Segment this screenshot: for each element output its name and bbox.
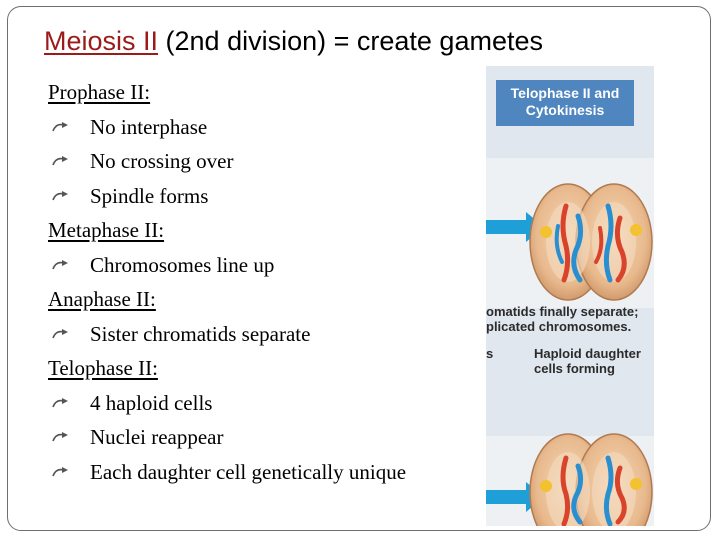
section-heading: Metaphase II:: [48, 217, 468, 252]
pointer-arrow-upper-icon: [486, 220, 526, 234]
bullet-text: Chromosomes line up: [90, 252, 275, 277]
bullet-text: Spindle forms: [90, 183, 209, 208]
figure-caption-2b: cells forming: [534, 361, 615, 376]
bullet-item: Each daughter cell genetically unique: [48, 459, 468, 494]
bullet-item: 4 haploid cells: [48, 390, 468, 425]
figure-header: Telophase II and Cytokinesis: [496, 80, 634, 126]
bullet-text: Each daughter cell genetically unique: [90, 459, 407, 484]
centrosome-lower-right-icon: [630, 478, 642, 490]
bullet-item: No interphase: [48, 114, 468, 149]
centrosome-left-icon: [540, 226, 552, 238]
bullet-item: Sister chromatids separate: [48, 321, 468, 356]
slide-title: Meiosis II (2nd division) = create gamet…: [44, 26, 543, 57]
cell-pair-lower: [529, 433, 653, 526]
bullet-item: No crossing over: [48, 148, 468, 183]
bullet-text: No interphase: [90, 114, 208, 139]
bullet-item: Spindle forms: [48, 183, 468, 218]
figure-caption-2a: Haploid daughter: [534, 346, 641, 361]
cell-pair-upper: [529, 183, 653, 301]
centrosome-right-icon: [630, 224, 642, 236]
title-rest: (2nd division) = create gametes: [158, 26, 543, 56]
figure-caption-1b: plicated chromosomes.: [486, 319, 632, 334]
bullet-text: Nuclei reappear: [90, 425, 224, 449]
telophase-figure: Telophase II and Cytokinesis omatids fin…: [486, 66, 654, 526]
pointer-arrow-lower-icon: [486, 490, 526, 504]
bullet-text: 4 haploid cells: [90, 390, 213, 415]
content-list: Prophase II: No interphase No crossing ove…: [48, 79, 468, 493]
section-heading: Anaphase II:: [48, 286, 468, 321]
bullet-item: Chromosomes line up: [48, 252, 468, 287]
section-heading: Telophase II:: [48, 355, 468, 390]
centrosome-lower-left-icon: [540, 480, 552, 492]
section-heading-text: Anaphase II:: [48, 287, 156, 311]
bullet-text: Sister chromatids separate: [90, 321, 311, 346]
figure-caption-1a: omatids finally separate;: [486, 304, 639, 319]
section-heading: Prophase II:: [48, 79, 468, 114]
section-heading-text: Metaphase II:: [48, 218, 165, 242]
section-heading-text: Telophase II:: [48, 356, 158, 380]
figure-illustration: [486, 158, 654, 526]
figure-caption-2-fragment: s: [486, 346, 494, 361]
title-highlight: Meiosis II: [44, 26, 159, 56]
bullet-text: No crossing over: [90, 149, 234, 173]
bullet-item: Nuclei reappear: [48, 424, 468, 459]
section-heading-text: Prophase II:: [48, 80, 151, 104]
